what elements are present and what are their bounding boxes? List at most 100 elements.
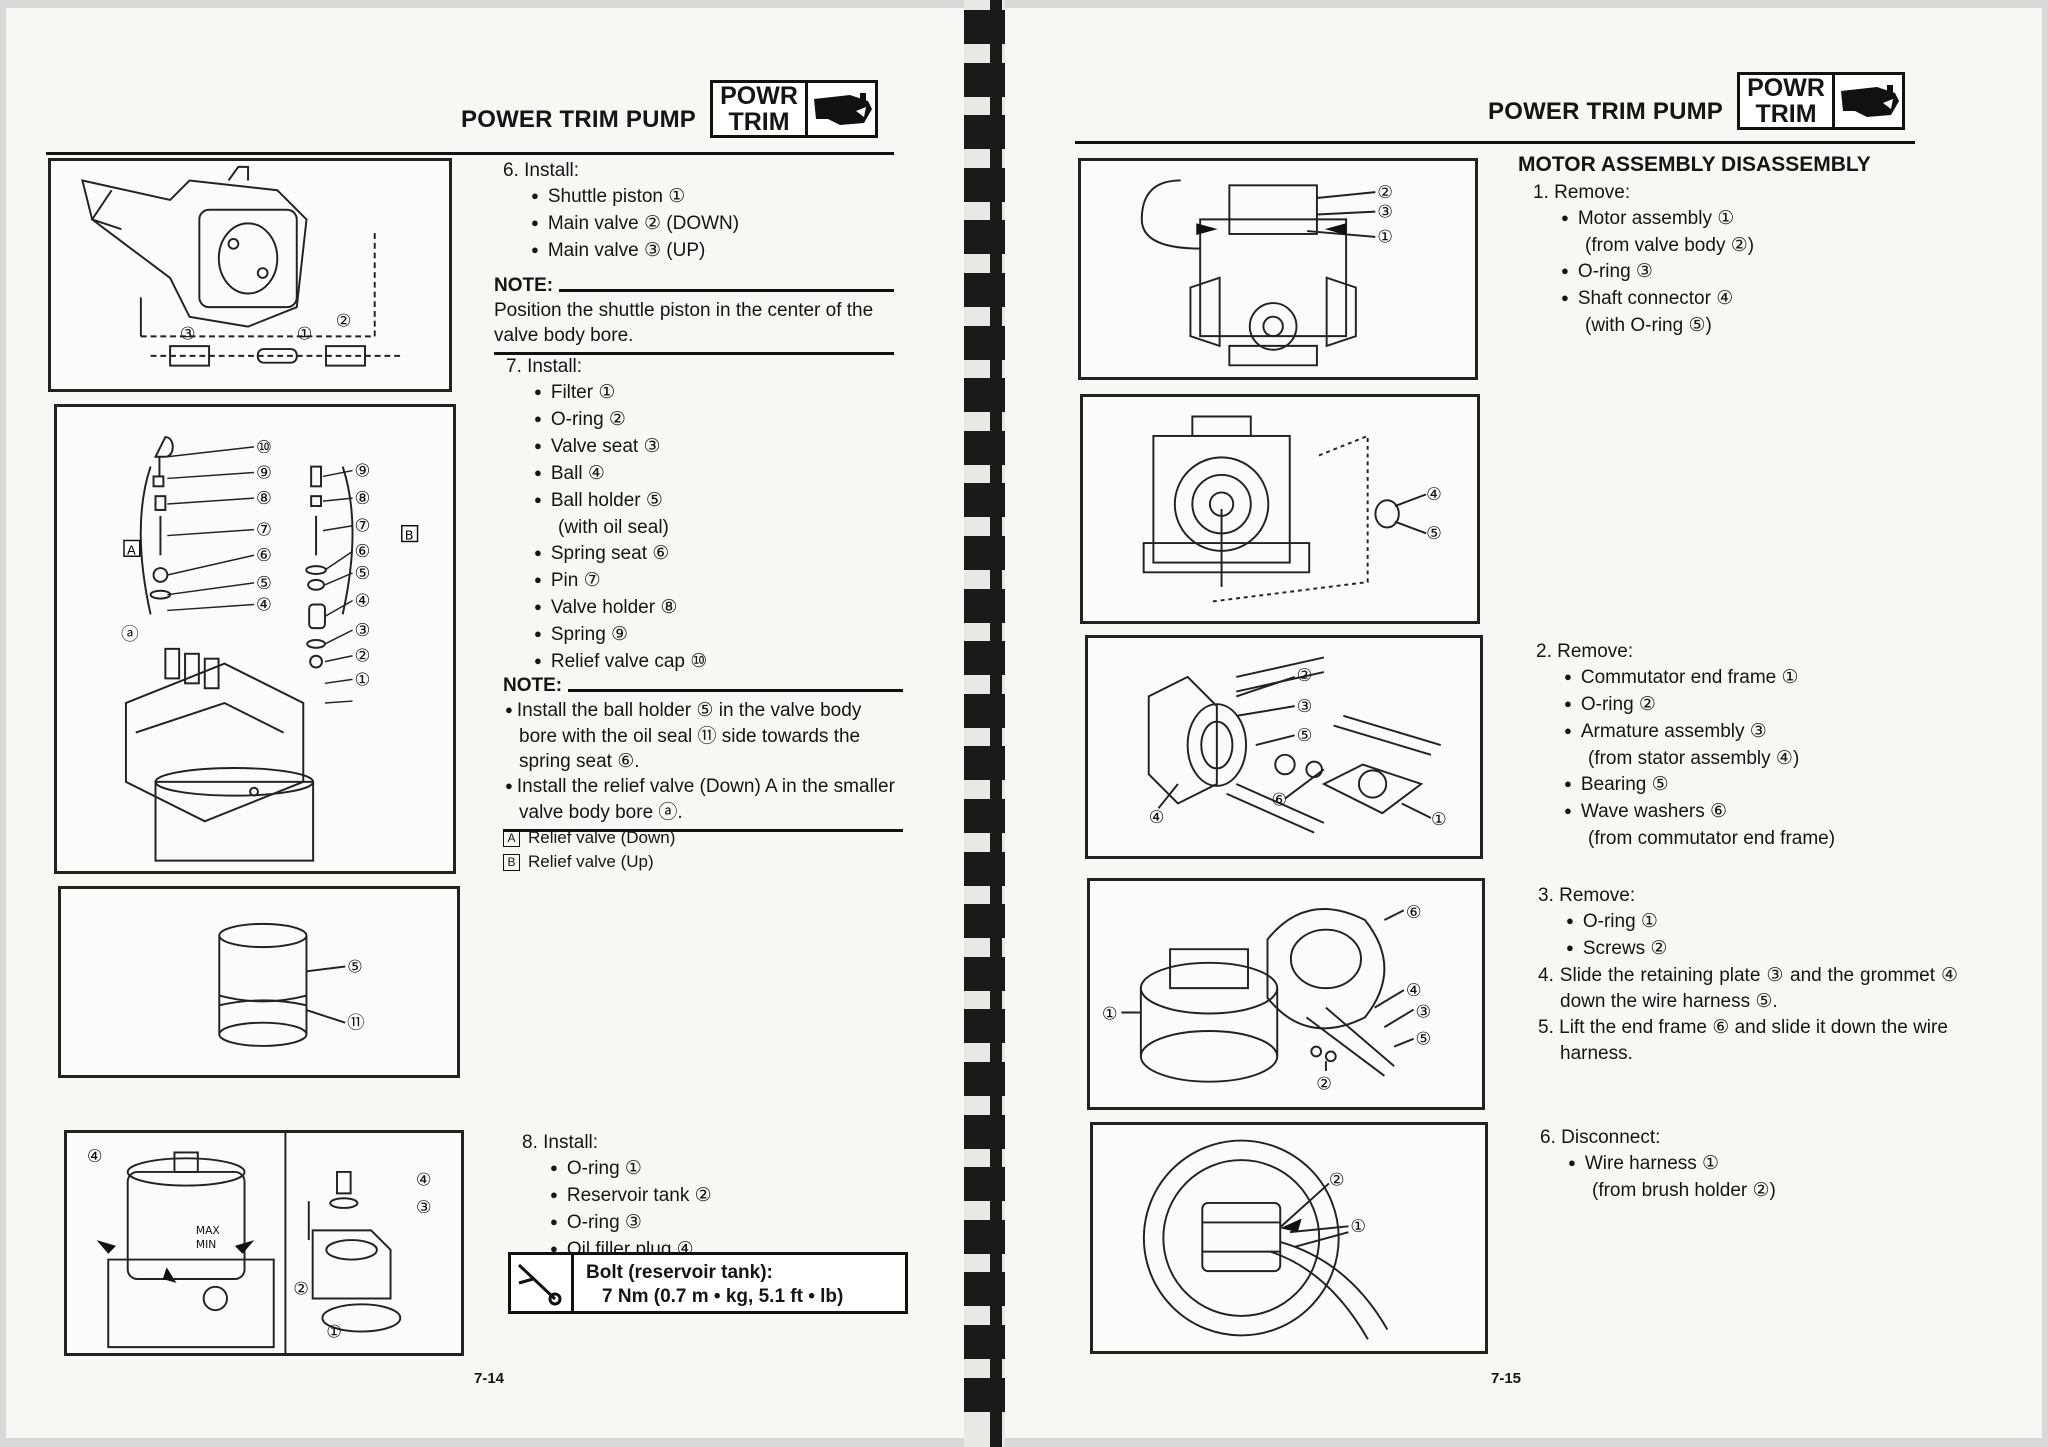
step-1-item: Motor assembly ①: [1561, 206, 1953, 233]
step-6-label: 6. Install:: [503, 160, 580, 181]
figure-motor-exploded: ② ③ ⑤ ④ ⑥ ①: [1085, 635, 1483, 859]
callout-4-left: ④: [87, 1147, 103, 1167]
level-max: MAX: [196, 1224, 220, 1237]
step-7: 7. Install: Filter ① O-ring ② Valve seat…: [506, 354, 906, 676]
step-2: 2. Remove: Commutator end frame ① O-ring…: [1536, 639, 1956, 852]
step-6-item: Main valve ③ (UP): [531, 238, 903, 265]
callout-right-7: ⑦: [354, 517, 370, 537]
step-2-label: 2. Remove:: [1536, 641, 1634, 662]
step-2-item: (from stator assembly ④): [1588, 748, 1800, 769]
header-title: POWER TRIM PUMP: [1488, 98, 1723, 125]
step-2-item: Bearing ⑤: [1564, 772, 1956, 799]
step-3-5: 3. Remove: O-ring ① Screws ② 4. Slide th…: [1538, 883, 1958, 1067]
step-2-item: Wave washers ⑥: [1564, 799, 1956, 826]
callout-left-4: ④: [256, 595, 272, 615]
figure-reservoir-tank: MAX MIN ④ ④ ③ ② ①: [64, 1130, 464, 1356]
callout-right-1: ①: [354, 670, 370, 690]
callout-right-8: ⑧: [354, 489, 370, 509]
callout-3: ③: [416, 1198, 432, 1218]
torque-line1: Bolt (reservoir tank):: [586, 1262, 773, 1283]
note-text: Position the shuttle piston in the cente…: [494, 300, 874, 346]
legend-key: A: [503, 830, 520, 848]
step-7-item: (with oil seal): [558, 517, 669, 538]
callout-6: ⑥: [1406, 903, 1422, 923]
callout-4: ④: [1149, 808, 1165, 828]
step-2-item: Armature assembly ③: [1564, 719, 1956, 746]
callout-3: ③: [1297, 697, 1313, 717]
torque-line2: 7 Nm (0.7 m • kg, 5.1 ft • lb): [602, 1286, 844, 1307]
callout-right-5: ⑤: [354, 564, 370, 584]
step-8-item: O-ring ③: [550, 1210, 902, 1237]
level-min: MIN: [196, 1238, 216, 1251]
box-b-label: B: [405, 529, 414, 544]
header-rule: [1075, 141, 1915, 144]
step-1-item: (with O-ring ⑤): [1585, 315, 1712, 336]
torque-spec: Bolt (reservoir tank): 7 Nm (0.7 m • kg,…: [508, 1252, 908, 1314]
step-7-item: Relief valve cap ⑩: [534, 649, 906, 676]
callout-2: ②: [1316, 1074, 1332, 1094]
note-ball-holder: NOTE: Install the ball holder ⑤ in the v…: [503, 673, 903, 832]
legend-key: B: [503, 854, 520, 872]
callout-3: ③: [180, 324, 196, 344]
figure-valve-body-shuttle: ③ ① ②: [48, 158, 452, 392]
step-1: 1. Remove: Motor assembly ① (from valve …: [1533, 180, 1953, 339]
outboard-motor-icon: [1835, 75, 1902, 127]
step-3-item: O-ring ①: [1566, 909, 1958, 936]
step-3-item: Screws ②: [1566, 936, 1958, 963]
step-3-label: 3. Remove:: [1538, 885, 1636, 906]
step-4: 4. Slide the retaining plate ③ and the g…: [1538, 965, 1958, 1012]
step-1-item: O-ring ③: [1561, 259, 1953, 286]
figure-end-frame: ⑥ ① ④ ③ ⑤ ②: [1087, 878, 1485, 1110]
step-6-item: Shuttle piston ①: [531, 184, 903, 211]
step-7-item: Ball ④: [534, 461, 906, 488]
step-7-item: O-ring ②: [534, 407, 906, 434]
step-1-label: 1. Remove:: [1533, 182, 1631, 203]
figure-ball-holder-seal: ⑤ ⑪: [58, 886, 460, 1078]
badge-line1: POWR: [720, 82, 798, 110]
callout-6: ⑥: [1271, 790, 1287, 810]
step-1-item: Shaft connector ④: [1561, 286, 1953, 313]
callout-2: ②: [1297, 666, 1313, 686]
step-8-item: Reservoir tank ②: [550, 1183, 902, 1210]
step-7-item: Valve seat ③: [534, 434, 906, 461]
callout-1: ①: [297, 324, 313, 344]
callout-right-3: ③: [354, 621, 370, 641]
legend-text: Relief valve (Up): [528, 852, 654, 871]
step-2-item: (from commutator end frame): [1588, 828, 1836, 849]
torque-wrench-icon: [511, 1255, 574, 1311]
step-7-item: Pin ⑦: [534, 568, 906, 595]
step-7-item: Valve holder ⑧: [534, 595, 906, 622]
step-6: 6. Install: Shuttle piston ① Main valve …: [503, 158, 903, 265]
callout-1: ①: [1350, 1217, 1366, 1237]
step-2-item: O-ring ②: [1564, 692, 1956, 719]
step-6: 6. Disconnect: Wire harness ① (from brus…: [1540, 1125, 1960, 1204]
step-1-item: (from valve body ②): [1585, 235, 1755, 256]
figure-relief-valve-exploded: ⑩ ⑨ ⑧ ⑦ ⑥ ⑤ ④ ⑨ ⑧ ⑦ ⑥ ⑤ ④ ③ ② ① ⓐ A B: [54, 404, 456, 874]
note-bullet: Install the relief valve (Down) A in the…: [503, 774, 903, 825]
box-a-label: A: [127, 543, 136, 558]
callout-2: ②: [1329, 1170, 1345, 1190]
callout-5: ⑤: [1426, 524, 1442, 544]
callout-2: ②: [1377, 183, 1393, 203]
callout-5: ⑤: [1416, 1030, 1432, 1050]
callout-right-2: ②: [354, 647, 370, 667]
note-bullet: Install the ball holder ⑤ in the valve b…: [503, 698, 903, 774]
figure-motor-assembly: ② ③ ①: [1078, 158, 1478, 380]
callout-5: ⑤: [1297, 726, 1313, 746]
callout-2: ②: [293, 1280, 309, 1300]
note-label: NOTE:: [494, 275, 554, 296]
badge-line2: TRIM: [728, 108, 790, 136]
callout-left-5: ⑤: [256, 574, 272, 594]
step-7-item: Spring ⑨: [534, 622, 906, 649]
callout-11: ⑪: [347, 1014, 364, 1034]
step-7-label: 7. Install:: [506, 356, 583, 377]
badge-line2: TRIM: [1755, 100, 1817, 128]
header-title: POWER TRIM PUMP: [461, 106, 696, 133]
step-7-item: Filter ①: [534, 380, 906, 407]
